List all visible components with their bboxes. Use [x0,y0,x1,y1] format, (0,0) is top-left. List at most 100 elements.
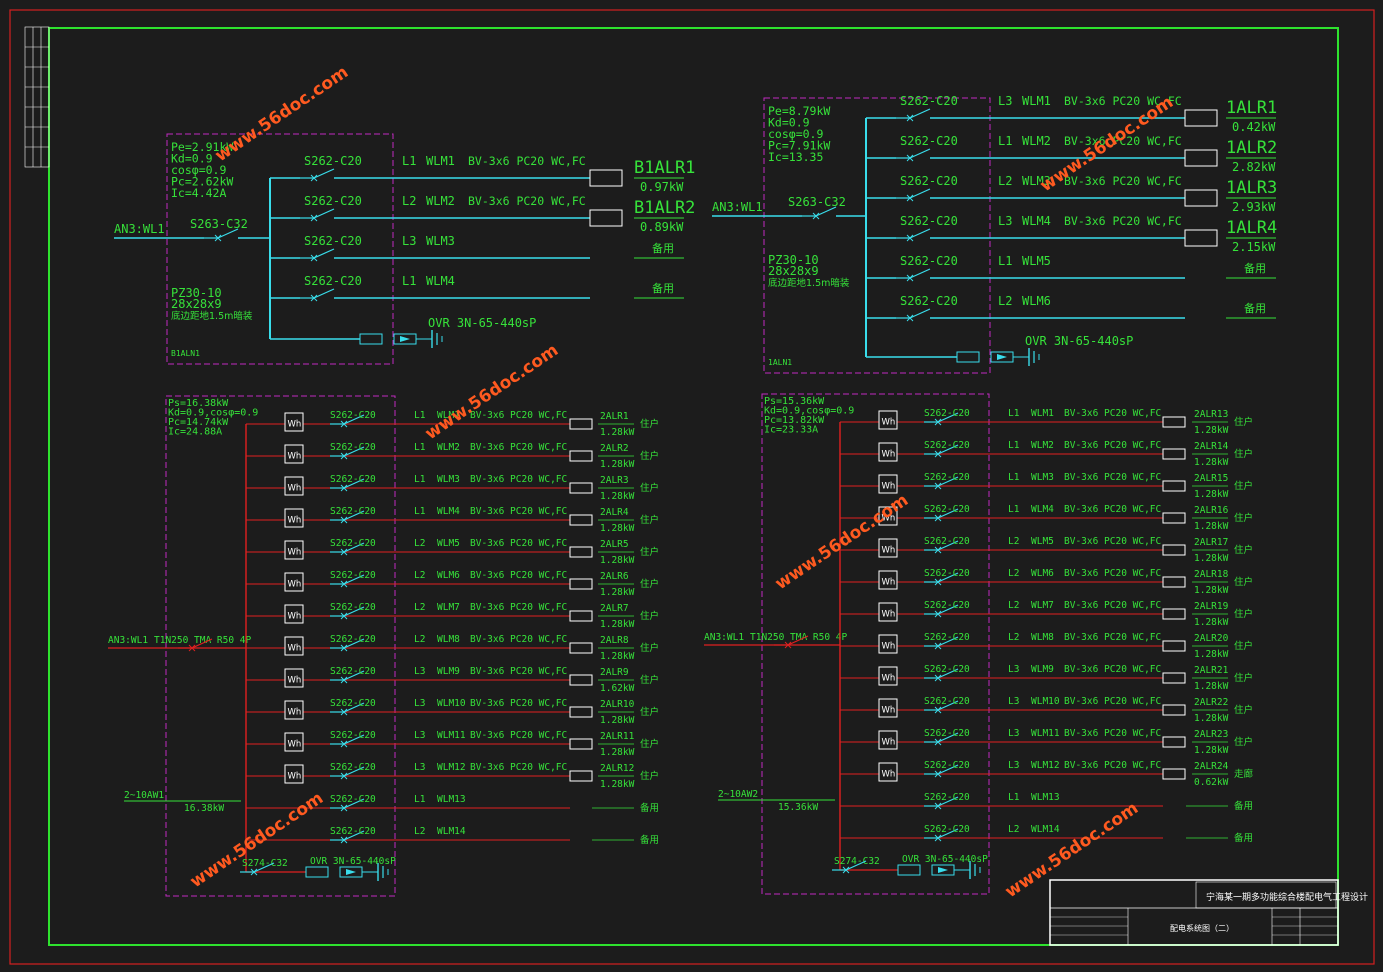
enclosure-id: 1ALN1 [768,358,792,367]
watermark: www.56doc.com [212,62,353,166]
breaker-label: S262-C20 [330,666,376,677]
breaker-symbol [178,638,213,652]
breaker-label: S262-C20 [924,600,970,611]
cable-spec: BV-3x6 PC20 WC,FC [470,538,567,549]
load-name: 2ALR8 [600,635,629,646]
load-name: 2ALR22 [1194,697,1228,708]
load-power: 1.28kW [600,491,635,502]
circuit-id: WLM5 [437,538,460,549]
enclosure-spec: 28x28x9 [171,297,222,311]
kwh-meter [878,698,898,718]
phase-label: L2 [1008,536,1019,547]
cross-mark [906,114,914,122]
breaker-label: S262-C20 [900,134,958,148]
phase-label: L2 [1008,824,1019,835]
contact-blade [937,828,959,839]
load-power: 1.28kW [1194,425,1229,436]
cable-spec: BV-3x6 PC20 WC,FC [470,634,567,645]
breaker-label: S262-C20 [924,824,970,835]
load-box [569,738,593,750]
incoming-feeder-label: AN3:WL1 [704,632,744,643]
breaker-label: S262-C20 [924,792,970,803]
cross-mark [188,644,196,652]
drawing-frame [9,9,1375,965]
contact-blade [937,508,959,519]
load-parameter: Ic=13.35 [768,150,823,164]
load-name: 2ALR2 [600,443,629,454]
load-box [569,674,593,686]
load-parameter: Pe=2.91kW [171,140,233,154]
circuit-id: WLM14 [1031,824,1060,835]
breaker-symbol [896,228,931,242]
cross-mark [340,772,348,780]
circuit-note: 住户 [1234,640,1253,652]
circuit-note: 住户 [1234,576,1253,588]
kwh-meter-label: Wh [288,580,302,590]
contact-blade [343,446,365,457]
contact-blade [343,574,365,585]
breaker-label: S262-C20 [924,664,970,675]
load-parameter: Kd=0.9 [768,116,810,130]
cross-mark [934,546,942,554]
cross-mark [934,418,942,426]
phase-label: L2 [1008,568,1019,579]
enclosure-spec: PZ30-10 [171,286,222,300]
load-power: 1.28kW [1194,681,1229,692]
phase-label: L2 [414,570,425,581]
cross-mark [340,740,348,748]
load-name: B1ALR1 [634,158,695,178]
circuit-id: WLM8 [1031,632,1054,643]
load-parameter: Pc=14.74kW [168,417,229,428]
load-parameter: cosφ=0.9 [171,163,226,177]
contact-blade [937,796,959,807]
phase-label: L1 [1008,792,1020,803]
cross-mark [340,836,348,844]
phase-label: L3 [414,762,425,773]
load-power: 1.28kW [1194,713,1229,724]
phase-label: L2 [998,294,1012,308]
breaker-symbol [924,828,959,842]
load-power: 1.28kW [1194,457,1229,468]
panel-bl: Ps=16.38kWKd=0.9,cosφ=0.9Pc=14.74kWIc=24… [108,395,659,897]
breaker-symbol [204,228,239,242]
contact-blade [787,635,809,646]
cable-spec: BV-3x6 PC20 WC,FC [470,506,567,517]
circuit-id: WLM1 [437,410,460,421]
load-name: 2ALR23 [1194,729,1228,740]
circuit-id: WLM1 [426,154,455,168]
cross-mark [906,194,914,202]
load-power: 1.62kW [600,683,635,694]
cross-mark [340,804,348,812]
load-name: 2ALR13 [1194,409,1228,420]
title-block: 宁海某一期多功能综合楼配电气工程设计 配电系统图（二） [1049,879,1368,946]
contact-blade [909,228,931,239]
cable-spec: BV-3x6 PC20 WC,FC [468,194,586,208]
load-parameter: Pc=13.82kW [764,415,825,426]
phase-label: L2 [1008,632,1019,643]
breaker-symbol [300,208,335,222]
contact-blade [343,798,365,809]
fuse-box [359,333,383,345]
load-parameter: Kd=0.9 [171,152,213,166]
load-parameter: Pc=2.62kW [171,175,233,189]
cross-mark [934,482,942,490]
breaker-symbol [774,635,809,649]
phase-label: L2 [414,826,425,837]
cross-mark [934,578,942,586]
contact-blade [937,700,959,711]
contact-blade [937,604,959,615]
circuit-note: 住户 [640,450,659,462]
load-parameter: Ps=15.36kW [764,396,825,407]
load-box [569,578,593,590]
breaker-symbol [896,188,931,202]
circuit-id: WLM6 [1022,294,1051,308]
phase-label: L1 [998,254,1012,268]
